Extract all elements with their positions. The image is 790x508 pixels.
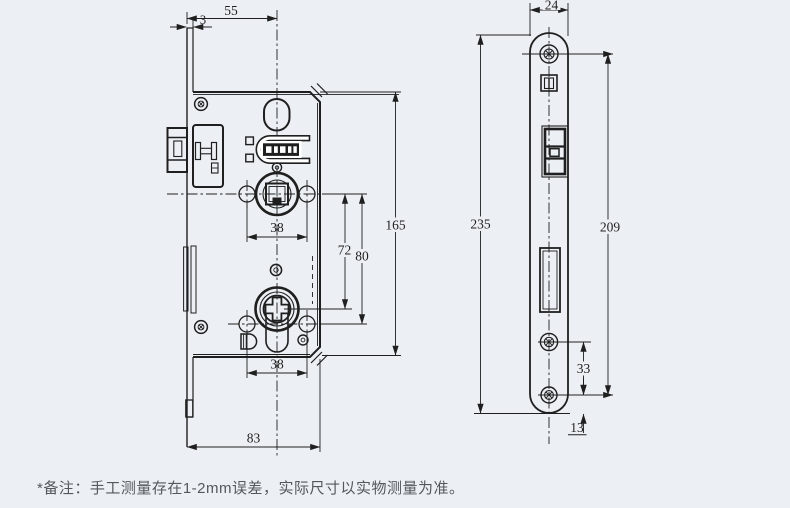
follower-hub xyxy=(254,171,300,217)
dim-centers-72: 72 xyxy=(284,193,367,310)
case-screw-top-left xyxy=(193,96,209,112)
lock-body-outline xyxy=(193,91,321,358)
cross-keyway xyxy=(264,296,290,322)
dim-body-height-165: 165 xyxy=(320,91,409,356)
strip-bottom-tab xyxy=(185,399,194,418)
measurement-note: *备注：手工测量存在1-2mm误差，实际尺寸以实物测量为准。 xyxy=(37,480,465,497)
latch-bolt xyxy=(166,127,188,173)
small-screw-lower-right xyxy=(297,334,309,346)
dim-text-55: 55 xyxy=(224,3,238,18)
case-screw-bottom-left xyxy=(193,319,209,335)
cylinder-side-hole-right xyxy=(298,310,316,338)
dim-bottom-offset-13: 13 xyxy=(568,378,587,436)
faceplate-edge-strip xyxy=(183,27,197,447)
dim-plate-width-24: 24 xyxy=(529,0,569,36)
lock-body-view: 55 3 38 72 80 xyxy=(166,3,409,456)
latch-opening xyxy=(541,125,569,178)
dim-screw-distance-209: 209 xyxy=(595,53,625,396)
latch-bolt-front xyxy=(543,127,567,176)
faceplate-front-view: 24 235 209 33 13 xyxy=(465,0,625,444)
dim-body-width-83: 83 xyxy=(186,359,321,452)
clip-tab-top xyxy=(245,136,255,146)
dim-text-13: 13 xyxy=(570,420,584,435)
dim-text-165: 165 xyxy=(385,218,406,233)
dim-text-38-bottom: 38 xyxy=(270,357,284,372)
faceplate-screw-top xyxy=(522,44,614,64)
latch-mechanism-box xyxy=(192,124,224,188)
d-shaped-stop xyxy=(240,333,258,350)
oval-hole xyxy=(263,98,291,132)
dim-text-33: 33 xyxy=(577,361,591,376)
dim-spindle-span-38: 38 xyxy=(246,204,308,242)
dim-plate-height-235: 235 xyxy=(465,34,570,414)
dim-text-72: 72 xyxy=(338,243,352,258)
faceplate-screw-bottom xyxy=(538,386,614,404)
dim-lower-screws-33: 33 xyxy=(573,341,594,396)
euro-cylinder xyxy=(254,286,300,353)
dim-backset-55: 55 xyxy=(186,3,278,24)
mortise-lock-drawing: 55 3 38 72 80 xyxy=(166,0,625,456)
dim-text-24: 24 xyxy=(545,0,559,13)
middle-screw xyxy=(269,263,283,277)
spindle-square-hole xyxy=(265,182,289,206)
dim-text-38-top: 38 xyxy=(270,220,284,235)
brand-clip xyxy=(245,135,311,164)
dim-centers-80: 80 xyxy=(322,193,372,325)
clip-tab-bottom xyxy=(245,153,255,163)
spindle-side-hole-right xyxy=(298,180,316,208)
guide-square-hole xyxy=(540,74,558,92)
dim-text-3: 3 xyxy=(200,13,206,27)
dim-text-83: 83 xyxy=(247,431,261,446)
dim-text-209: 209 xyxy=(600,220,621,235)
dim-text-80: 80 xyxy=(355,249,369,264)
dim-text-235: 235 xyxy=(470,217,491,232)
dim-plate-thickness-3: 3 xyxy=(170,13,212,32)
deadbolt-opening xyxy=(539,247,561,313)
dim-cylinder-span-38: 38 xyxy=(246,334,308,378)
spindle-side-hole-left xyxy=(238,180,256,208)
cylinder-keyhole xyxy=(265,314,289,353)
